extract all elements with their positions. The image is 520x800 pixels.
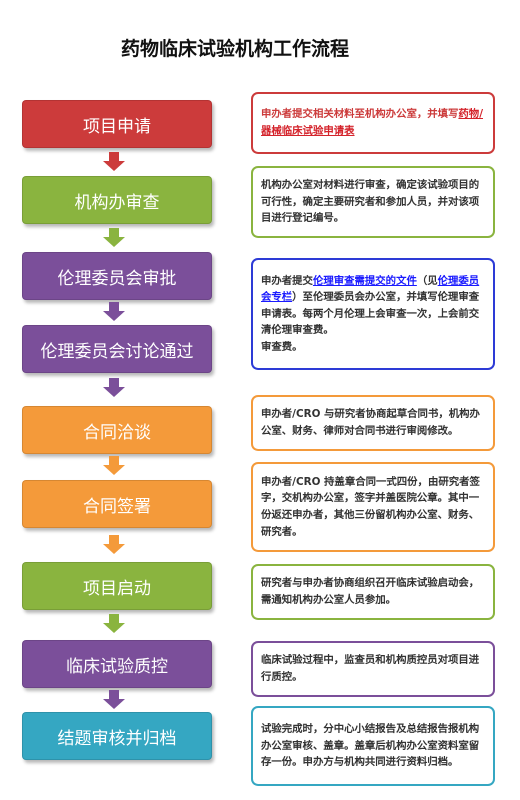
note-project-application: 申办者提交相关材料至机构办公室，并填写药物/器械临床试验申请表 xyxy=(251,92,495,154)
note-contract-signing: 申办者/CRO 持盖章合同一式四份，由研究者签字，交机构办公室，签字并盖医院公章… xyxy=(251,462,495,552)
note-text: （见 xyxy=(416,274,438,287)
arrow-down-icon xyxy=(103,535,125,554)
step-ethics-approval: 伦理委员会审批 xyxy=(22,252,212,300)
note-text: 申办者提交相关材料至机构办公室，并填写 xyxy=(261,108,459,121)
step-contract-negotiation: 合同洽谈 xyxy=(22,406,212,454)
note-text: 临床试验过程中，监查员和机构质控员对项目进行质控。 xyxy=(261,654,480,683)
ethics-committee-link[interactable]: 伦理委员会专栏 xyxy=(261,274,480,304)
note-text: 研究者与申办者协商组织召开临床试验启动会，需通知机构办公室人员参加。 xyxy=(261,577,480,606)
note-text: 申办者/CRO 与研究者协商起草合同书，机构办公室、财务、律师对合同书进行审阅修… xyxy=(261,408,480,437)
step-institution-review: 机构办审查 xyxy=(22,176,212,224)
application-form-link[interactable]: 药物/器械临床试验申请表 xyxy=(261,108,483,137)
note-ethics: 申办者提交伦理审查需提交的文件（见伦理委员会专栏）至伦理委员会办公室，并填写伦理… xyxy=(251,258,495,370)
arrow-down-icon xyxy=(103,302,125,321)
note-closeout: 试验完成时，分中心小结报告及总结报告报机构办公室审核、盖章。盖章后机构办公室资料… xyxy=(251,706,495,786)
note-quality-control: 临床试验过程中，监查员和机构质控员对项目进行质控。 xyxy=(251,641,495,697)
note-text: 审查费。 xyxy=(261,340,303,353)
arrow-down-icon xyxy=(103,690,125,709)
step-quality-control: 临床试验质控 xyxy=(22,640,212,688)
step-closeout-archiving: 结题审核并归档 xyxy=(22,712,212,760)
step-contract-signing: 合同签署 xyxy=(22,480,212,528)
note-text: ）至伦理委员会办公室，并填写伦理审查申请表。每两个月伦理上会审查一次，上会前交清… xyxy=(261,291,480,337)
page-title: 药物临床试验机构工作流程 xyxy=(120,38,349,60)
note-text: 试验完成时，分中心小结报告及总结报告报机构办公室审核、盖章。盖章后机构办公室资料… xyxy=(261,723,480,769)
arrow-down-icon xyxy=(103,614,125,633)
ethics-documents-link[interactable]: 伦理审查需提交的文件 xyxy=(312,274,417,287)
note-contract-negotiation: 申办者/CRO 与研究者协商起草合同书，机构办公室、财务、律师对合同书进行审阅修… xyxy=(251,395,495,451)
note-text: 申办者提交 xyxy=(261,274,313,287)
step-project-launch: 项目启动 xyxy=(22,562,212,610)
note-text: 机构办公室对材料进行审查，确定该试验项目的可行性，确定主要研究者和参加人员，并对… xyxy=(261,179,480,225)
arrow-down-icon xyxy=(103,152,125,171)
arrow-down-icon xyxy=(103,456,125,475)
arrow-down-icon xyxy=(103,228,125,247)
step-project-application: 项目申请 xyxy=(22,100,212,148)
arrow-down-icon xyxy=(103,378,125,397)
step-ethics-discussion: 伦理委员会讨论通过 xyxy=(22,325,212,373)
note-institution-review: 机构办公室对材料进行审查，确定该试验项目的可行性，确定主要研究者和参加人员，并对… xyxy=(251,166,495,238)
note-project-launch: 研究者与申办者协商组织召开临床试验启动会，需通知机构办公室人员参加。 xyxy=(251,564,495,620)
note-text: 申办者/CRO 持盖章合同一式四份，由研究者签字，交机构办公室，签字并盖医院公章… xyxy=(261,475,480,538)
